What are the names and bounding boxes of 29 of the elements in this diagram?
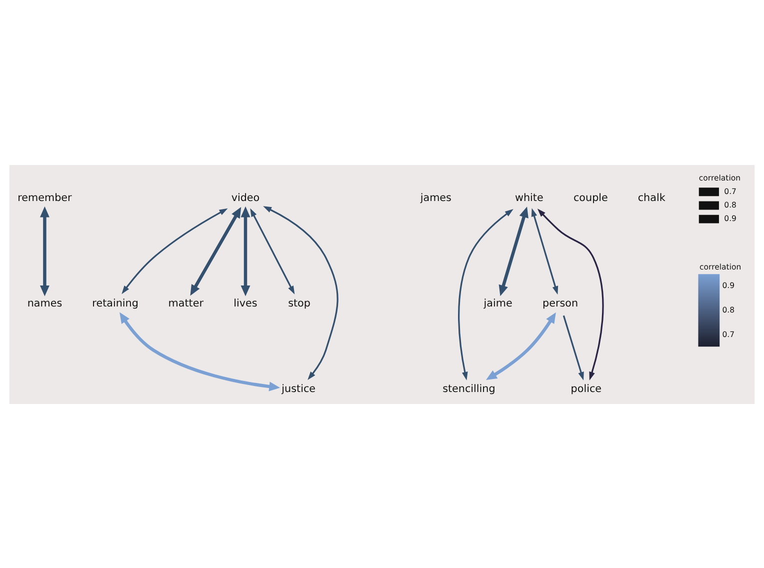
node-text: stencilling bbox=[442, 382, 496, 395]
node-text: couple bbox=[574, 192, 608, 204]
node-text: stop bbox=[288, 296, 310, 309]
arrow bbox=[40, 206, 50, 296]
node-text: police bbox=[570, 382, 602, 395]
node-text: justice bbox=[282, 382, 316, 395]
arrow bbox=[537, 208, 604, 380]
node-text: chalk bbox=[638, 192, 666, 204]
node-text: jaime bbox=[484, 296, 512, 309]
arrow bbox=[562, 314, 584, 380]
node-text: video bbox=[231, 192, 260, 204]
arrow bbox=[240, 206, 250, 296]
node-text: remember bbox=[18, 192, 72, 204]
arrow bbox=[250, 208, 295, 294]
arrow bbox=[498, 206, 528, 296]
arrow bbox=[263, 206, 338, 380]
node-text: retaining bbox=[92, 296, 138, 309]
arrow bbox=[458, 208, 514, 380]
node-text: lives bbox=[234, 296, 258, 309]
arrow bbox=[122, 208, 228, 294]
arrow bbox=[486, 312, 556, 380]
arrow bbox=[531, 208, 558, 294]
node-text: person bbox=[542, 296, 578, 309]
arrow bbox=[190, 206, 242, 296]
node-text: matter bbox=[168, 296, 204, 309]
node-text: james bbox=[420, 192, 452, 204]
node-text: white bbox=[515, 192, 544, 204]
arrow bbox=[120, 312, 280, 391]
node-text: names bbox=[27, 296, 62, 309]
